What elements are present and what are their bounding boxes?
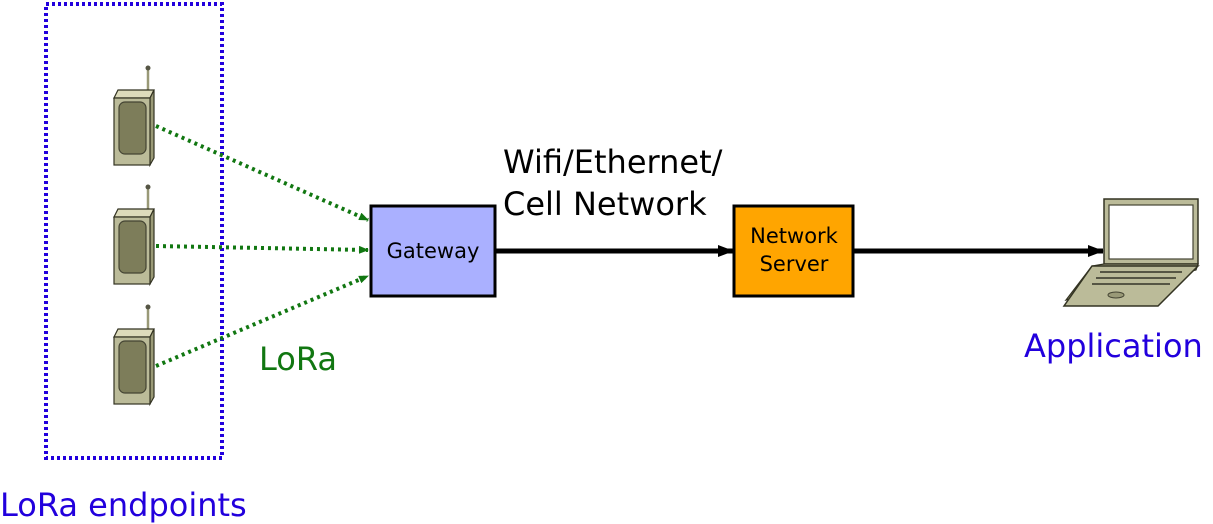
lora-label: LoRa [259,340,337,378]
lora-device-icon [113,65,155,168]
application-label: Application [1024,327,1203,365]
endpoint-group-border [44,2,224,460]
lora-device-icon [113,304,155,407]
lora-link-bottom [155,274,369,368]
gateway-label: Gateway [387,239,480,263]
network-label-line1: Wifi/Ethernet/ [503,143,723,181]
lora-endpoints-label: LoRa endpoints [0,486,247,524]
lora-link-middle [155,244,369,254]
lora-link-top [155,124,369,222]
network-server-box [732,204,855,298]
network-label-line2: Cell Network [503,185,707,223]
laptop-icon [1062,198,1200,307]
gateway-box [369,204,497,298]
lora-device-icon [113,184,155,287]
network-server-label-line2: Server [760,252,829,276]
network-server-label-line1: Network [750,224,839,248]
